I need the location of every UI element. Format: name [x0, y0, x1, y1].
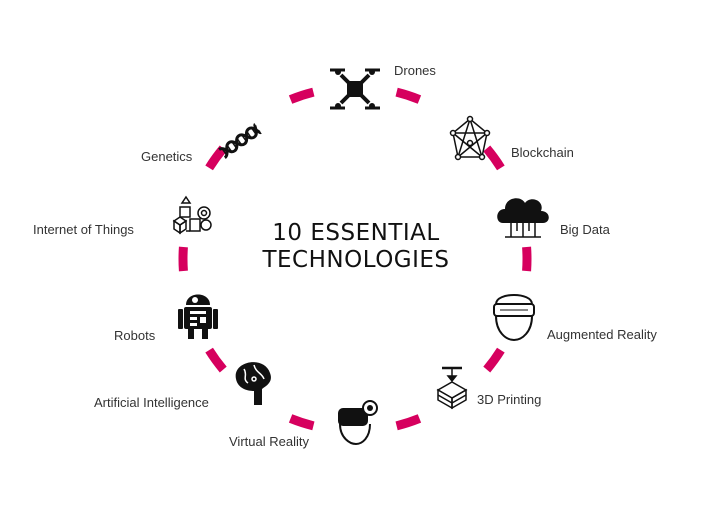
title-line-1: 10 ESSENTIAL [272, 220, 440, 246]
3d-printer-icon [436, 366, 468, 410]
ring-segment [288, 87, 315, 104]
vr-headset-icon [338, 400, 378, 446]
ring-segment [288, 414, 315, 431]
label-genetics: Genetics [141, 149, 193, 164]
drone-icon [330, 68, 380, 110]
ring-segment [205, 145, 227, 171]
cloud-data-icon [497, 198, 549, 238]
ring-segment [395, 87, 422, 104]
brain-head-icon [235, 362, 271, 405]
label-drones: Drones [394, 63, 436, 78]
label-augmented-reality: Augmented Reality [547, 327, 657, 342]
label-artificial-intelligence: Artificial Intelligence [94, 395, 209, 410]
label-virtual-reality: Virtual Reality [229, 434, 309, 449]
ring-segment [205, 347, 227, 373]
ring-segments [178, 87, 532, 431]
blockchain-network-icon [449, 115, 491, 161]
label-blockchain: Blockchain [511, 145, 574, 160]
label-internet-of-things: Internet of Things [33, 222, 134, 237]
label-big-data: Big Data [560, 222, 610, 237]
label-3d-printing: 3D Printing [477, 392, 542, 407]
label-robots: Robots [114, 328, 156, 343]
ring-segment [395, 414, 422, 431]
iot-devices-icon [172, 195, 212, 235]
ring-segment [483, 347, 505, 373]
title-line-2: TECHNOLOGIES [262, 247, 450, 273]
diagram-title: 10 ESSENTIAL TECHNOLOGIES [226, 220, 486, 274]
ring-segment [483, 145, 505, 171]
ar-headset-icon [493, 294, 535, 342]
robot-icon [178, 294, 218, 339]
dna-icon [218, 123, 262, 159]
